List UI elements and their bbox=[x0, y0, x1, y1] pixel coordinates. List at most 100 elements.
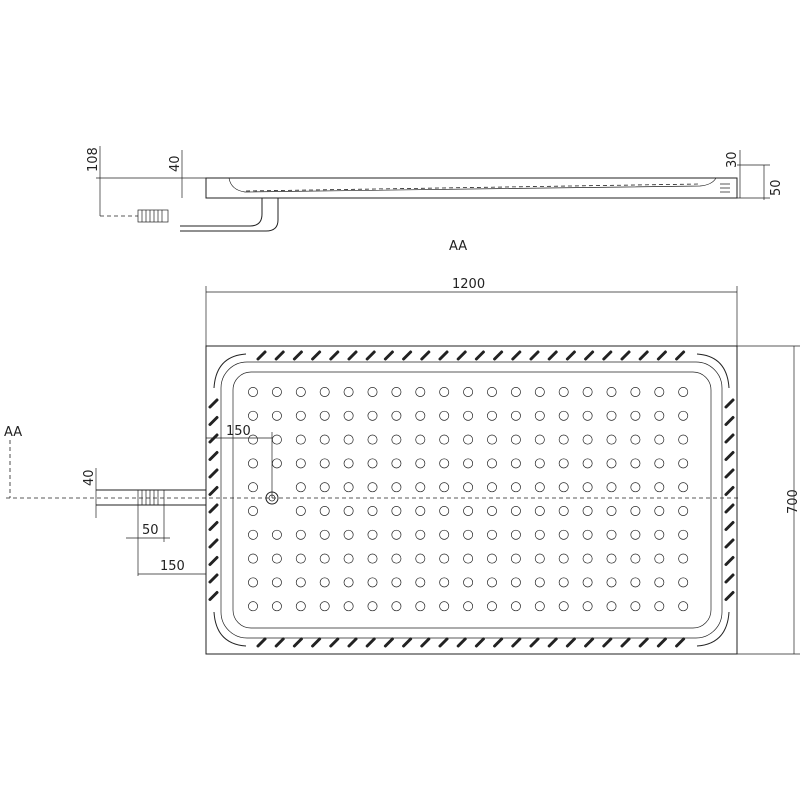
edge-grooves bbox=[208, 350, 735, 648]
groove bbox=[329, 350, 340, 361]
anti-slip-dot bbox=[654, 387, 665, 397]
anti-slip-dot bbox=[606, 387, 617, 397]
anti-slip-dot bbox=[487, 506, 497, 516]
groove bbox=[292, 350, 303, 361]
anti-slip-dot bbox=[463, 577, 474, 588]
anti-slip-dot bbox=[630, 458, 641, 469]
anti-slip-dot bbox=[391, 482, 402, 493]
groove bbox=[620, 350, 631, 361]
anti-slip-dot bbox=[415, 482, 426, 493]
anti-slip-dot bbox=[343, 601, 354, 612]
anti-slip-dot bbox=[415, 387, 426, 397]
anti-slip-dot bbox=[558, 506, 569, 516]
anti-slip-dot bbox=[558, 434, 569, 445]
anti-slip-dot bbox=[271, 458, 282, 469]
anti-slip-dot bbox=[391, 601, 402, 612]
anti-slip-dot bbox=[463, 410, 474, 421]
anti-slip-dot bbox=[487, 387, 497, 397]
groove bbox=[638, 350, 649, 361]
groove bbox=[547, 637, 558, 648]
anti-slip-dot bbox=[391, 410, 402, 421]
anti-slip-dot bbox=[319, 458, 330, 469]
groove bbox=[420, 637, 431, 648]
groove bbox=[208, 556, 219, 566]
dim-tray-height: 50 bbox=[769, 179, 784, 196]
anti-slip-dot bbox=[487, 529, 497, 540]
anti-slip-dot bbox=[606, 458, 617, 469]
anti-slip-dot bbox=[319, 482, 330, 493]
groove bbox=[208, 433, 219, 444]
anti-slip-dot bbox=[606, 577, 617, 588]
anti-slip-dot bbox=[295, 506, 306, 516]
groove bbox=[438, 350, 449, 361]
groove bbox=[208, 416, 219, 426]
groove bbox=[402, 637, 413, 648]
anti-slip-dot bbox=[439, 434, 450, 445]
anti-slip-dot bbox=[319, 410, 330, 421]
section-marker: AA bbox=[4, 425, 22, 440]
anti-slip-dot bbox=[248, 553, 258, 564]
anti-slip-dot bbox=[248, 577, 258, 588]
groove bbox=[365, 637, 376, 648]
anti-slip-dot bbox=[319, 601, 330, 612]
groove bbox=[511, 637, 522, 648]
anti-slip-dot bbox=[463, 387, 474, 397]
anti-slip-dot bbox=[295, 601, 306, 612]
dim-waste-offset-x: 150 bbox=[160, 559, 185, 574]
anti-slip-dot bbox=[487, 577, 497, 588]
anti-slip-dot bbox=[295, 553, 306, 564]
anti-slip-dot bbox=[248, 458, 258, 469]
groove bbox=[456, 350, 467, 361]
anti-slip-dot bbox=[678, 410, 689, 421]
anti-slip-dot bbox=[319, 387, 330, 397]
groove bbox=[208, 451, 219, 461]
anti-slip-dot bbox=[463, 553, 474, 564]
anti-slip-dot bbox=[248, 410, 258, 421]
anti-slip-dot bbox=[295, 410, 306, 421]
anti-slip-dot bbox=[534, 458, 545, 469]
anti-slip-dot bbox=[343, 387, 354, 397]
groove bbox=[383, 350, 394, 361]
anti-slip-dot bbox=[439, 410, 450, 421]
dim-pipe-height: 40 bbox=[82, 469, 97, 486]
anti-slip-dot bbox=[487, 482, 497, 493]
anti-slip-dot bbox=[248, 601, 258, 612]
groove bbox=[724, 538, 735, 549]
tray-outline bbox=[205, 345, 738, 655]
anti-slip-dot bbox=[606, 482, 617, 493]
anti-slip-dot bbox=[582, 458, 593, 469]
anti-slip-dot bbox=[415, 506, 426, 516]
groove bbox=[602, 637, 613, 648]
anti-slip-dot bbox=[630, 434, 641, 445]
anti-slip-dot bbox=[582, 387, 593, 397]
section-view: 108 40 30 50 AA bbox=[86, 146, 784, 254]
anti-slip-dot bbox=[678, 458, 689, 469]
anti-slip-dot bbox=[319, 434, 330, 445]
groove bbox=[724, 468, 735, 479]
groove bbox=[724, 503, 735, 514]
anti-slip-dot bbox=[439, 577, 450, 588]
groove bbox=[347, 350, 358, 361]
anti-slip-dot bbox=[678, 482, 689, 493]
anti-slip-dot bbox=[248, 387, 258, 397]
anti-slip-dot bbox=[415, 410, 426, 421]
anti-slip-dot bbox=[606, 553, 617, 564]
anti-slip-dot bbox=[630, 529, 641, 540]
anti-slip-dot bbox=[510, 577, 521, 588]
groove bbox=[724, 521, 735, 531]
groove bbox=[620, 637, 631, 648]
anti-slip-dot bbox=[391, 553, 402, 564]
groove bbox=[724, 416, 735, 426]
groove bbox=[474, 637, 485, 648]
anti-slip-dot bbox=[391, 577, 402, 588]
anti-slip-dot bbox=[271, 553, 282, 564]
anti-slip-dot bbox=[510, 529, 521, 540]
anti-slip-dot bbox=[534, 506, 545, 516]
groove bbox=[602, 350, 613, 361]
anti-slip-dot bbox=[343, 506, 354, 516]
groove bbox=[724, 451, 735, 461]
anti-slip-dot bbox=[558, 577, 569, 588]
groove bbox=[474, 350, 485, 361]
anti-slip-dot bbox=[630, 506, 641, 516]
anti-slip-dot bbox=[439, 387, 450, 397]
